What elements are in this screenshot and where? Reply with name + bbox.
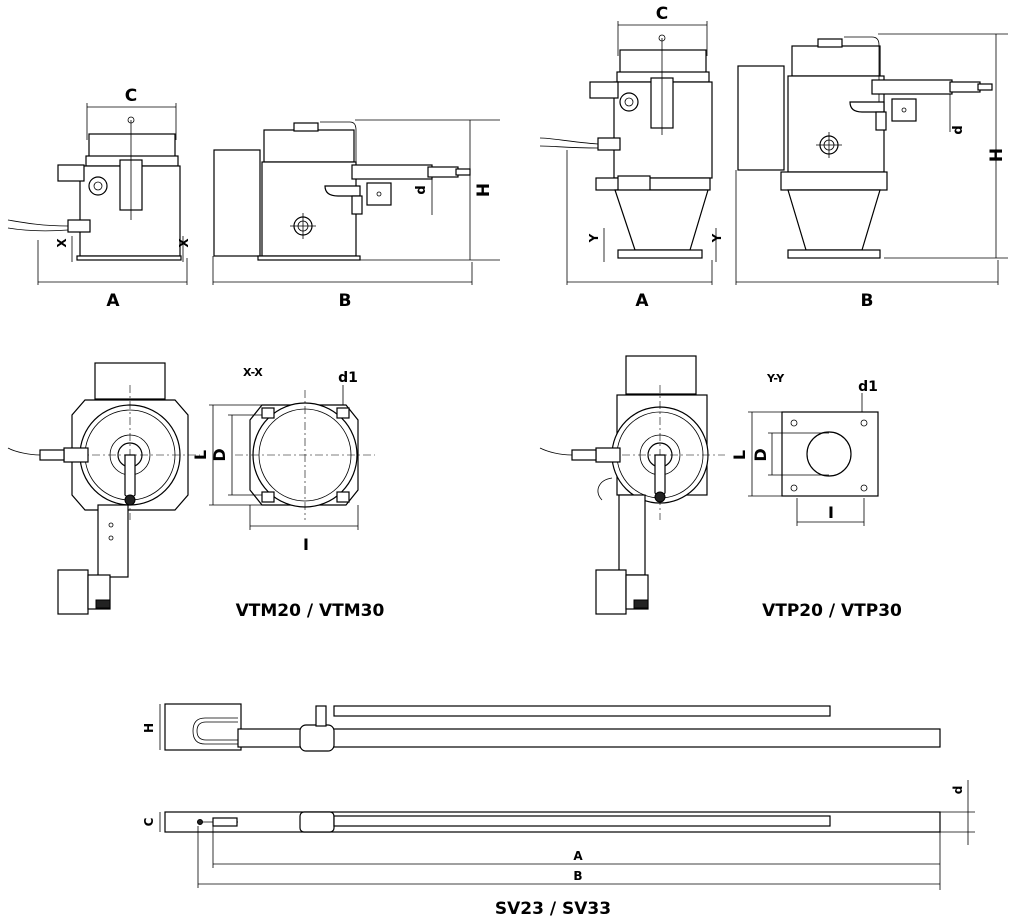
vtm-side-h-label: H	[474, 183, 494, 197]
vtp-front-c-label: C	[656, 4, 668, 24]
vtp-side-d-label: d	[951, 125, 966, 134]
vtp-section-d-label: D	[751, 448, 770, 461]
vtm-section-i-label: I	[303, 535, 309, 554]
vtp-front-a-label: A	[635, 291, 649, 311]
vtm-front-x-left: X	[55, 238, 69, 248]
sv-model-label: SV23 / SV33	[495, 899, 611, 919]
vtm-model-label: VTM20 / VTM30	[236, 601, 385, 621]
vtp-section-yy: Y-Y d1 L D I	[730, 372, 879, 526]
vtp-model-label: VTP20 / VTP30	[762, 601, 902, 621]
vtp-top-view	[539, 355, 725, 615]
vtm-front-a-label: A	[106, 291, 120, 311]
vtp-side-h-label: H	[987, 148, 1007, 162]
vtm-side-view: d H B	[212, 119, 500, 311]
vtp-section-d1-label: d1	[858, 379, 878, 395]
vtm-section-title: X-X	[243, 366, 263, 379]
vtm-front-x-right: X	[177, 238, 191, 248]
vtp-side-view: d H B	[735, 33, 1008, 311]
vtp-side-b-label: B	[861, 291, 874, 311]
sv-top-view: H	[142, 703, 941, 752]
sv-b-label: B	[573, 869, 582, 883]
vtp-section-title: Y-Y	[766, 372, 785, 385]
sv-h-label: H	[142, 723, 156, 733]
sv-d-label: d	[951, 786, 965, 795]
vtm-front-c-label: C	[125, 86, 137, 106]
vtp-front-y-right: Y	[710, 233, 724, 243]
sv-c-label: C	[142, 817, 156, 826]
vtp-section-l-label: L	[730, 450, 749, 460]
vtm-side-d-label: d	[414, 185, 429, 194]
vtp-section-i-label: I	[828, 503, 834, 522]
vtm-section-xx: X-X d1 L D I	[191, 366, 375, 554]
sv-a-label: A	[573, 849, 583, 863]
vtm-side-b-label: B	[339, 291, 352, 311]
vtm-top-view	[7, 362, 200, 615]
vtm-front-view: C X X A	[7, 86, 191, 311]
vtm-section-d-label: D	[210, 448, 229, 461]
vtm-section-l-label: L	[191, 450, 210, 460]
vtp-front-view: C Y Y A	[539, 4, 724, 311]
vtm-section-d1-label: d1	[338, 370, 358, 386]
vtp-front-y-left: Y	[587, 233, 601, 243]
sv-side-view: C d A B	[142, 780, 975, 890]
